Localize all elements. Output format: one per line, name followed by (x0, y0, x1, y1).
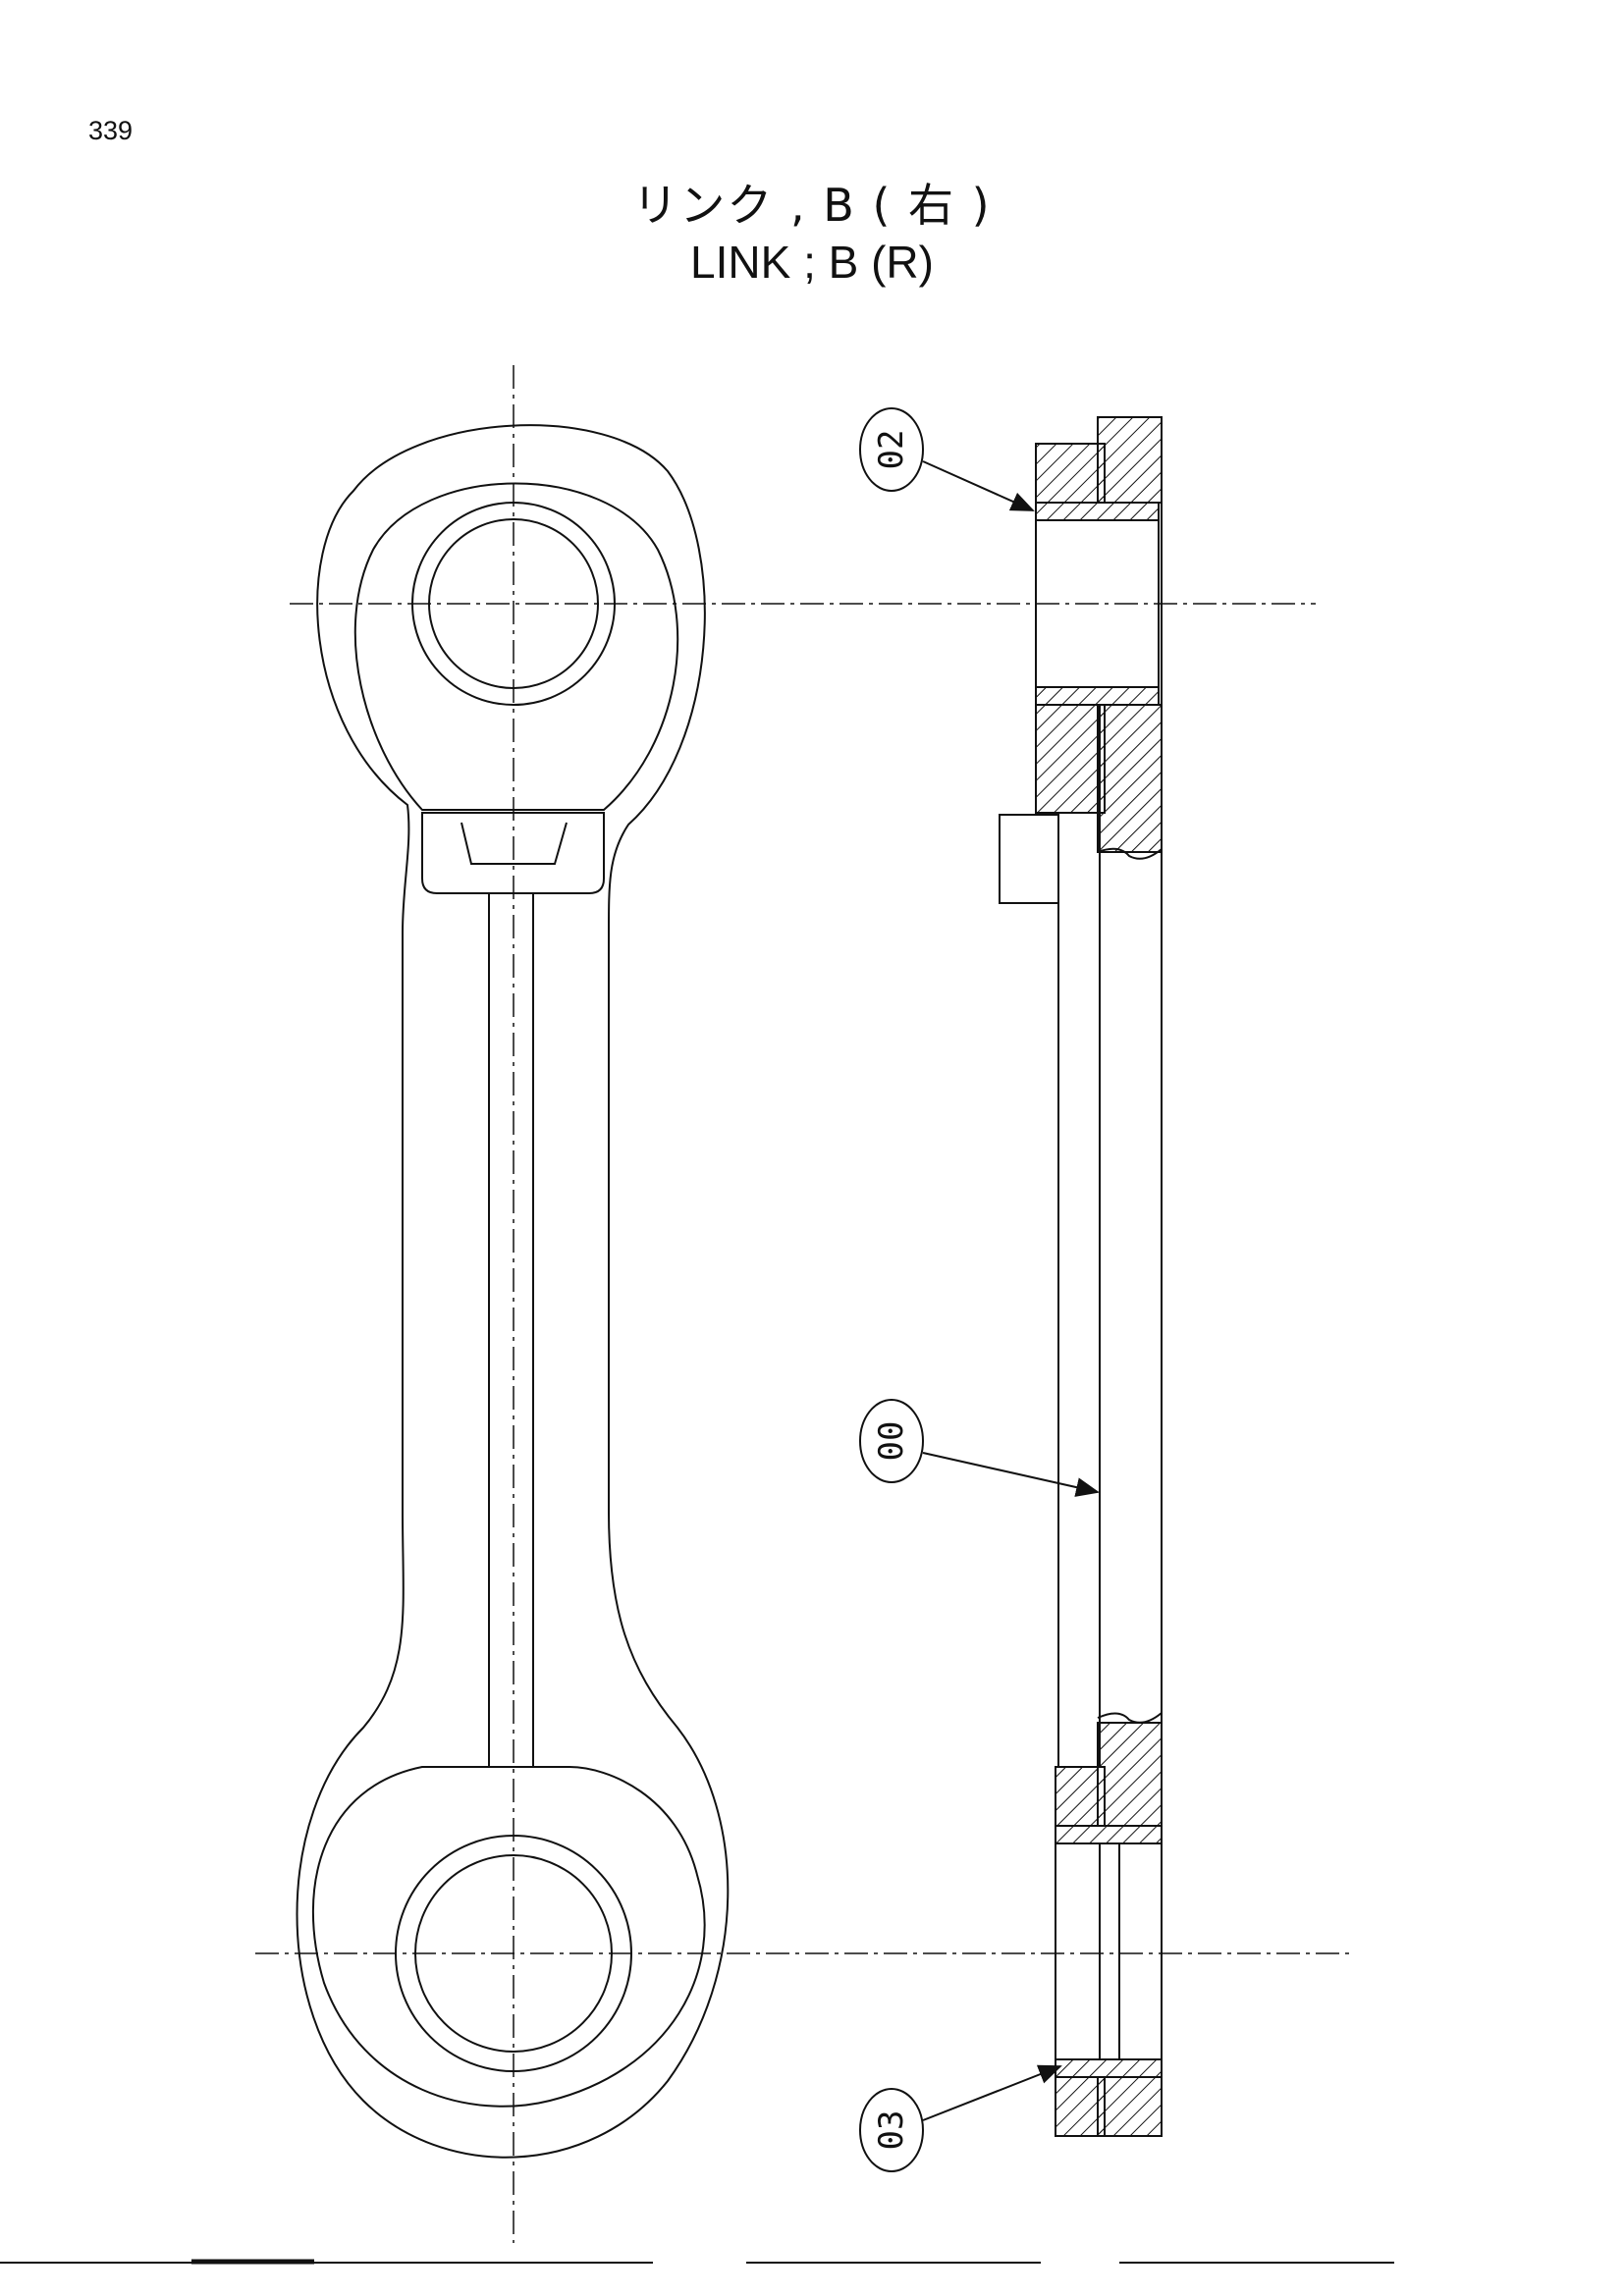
callout-02: 02 (859, 407, 1035, 511)
title-block: リンク , B ( 右 ) LINK ; B (R) (0, 177, 1624, 291)
title-english: LINK ; B (R) (690, 237, 934, 288)
stopper-groove (460, 822, 568, 865)
callout-03-label: 03 (872, 2110, 911, 2151)
side-view (999, 416, 1163, 2137)
callout-03: 03 (859, 2064, 1062, 2172)
lower-boss-outline (311, 1766, 706, 2108)
title-japanese: リンク , B ( 右 ) (632, 179, 992, 232)
centerlines (255, 365, 1355, 2243)
page-number: 339 (88, 116, 134, 145)
upper-bore-outer (411, 502, 616, 706)
link-outline (296, 424, 730, 2159)
callout-02-label: 02 (872, 430, 911, 470)
callout-00: 00 (859, 1399, 1100, 1497)
lower-bore-inner (414, 1854, 613, 2053)
lower-bore-outer (395, 1835, 632, 2072)
upper-bore-inner (428, 518, 599, 689)
callout-00-label: 00 (872, 1421, 911, 1462)
front-view (255, 365, 1355, 2243)
bottom-rules (0, 2259, 1394, 2265)
stopper-block (421, 812, 605, 894)
upper-boss-outline (353, 482, 679, 811)
